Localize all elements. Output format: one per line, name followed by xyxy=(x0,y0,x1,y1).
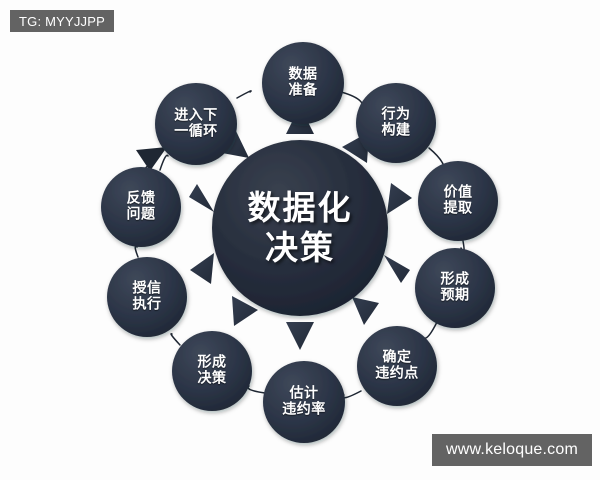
connector-segment xyxy=(423,321,438,339)
watermark-tag-bottom-right: www.keloque.com xyxy=(432,434,592,466)
node-circles xyxy=(101,42,498,443)
node-circle-next-cycle[interactable] xyxy=(155,83,237,165)
arrow-triangle xyxy=(387,183,412,214)
node-circle-feedback-issue[interactable] xyxy=(101,167,181,247)
watermark-tag-top-left: TG: MYYJJPP xyxy=(10,10,114,32)
node-circle-data-prep[interactable] xyxy=(262,42,344,124)
connector-segment xyxy=(134,245,139,258)
arrow-triangle xyxy=(286,322,314,350)
connector-segment xyxy=(342,390,362,399)
arrow-triangle xyxy=(232,296,258,326)
arrow-triangle xyxy=(222,131,249,158)
arrow-triangle xyxy=(189,184,214,212)
node-circle-estimate-default-rate[interactable] xyxy=(263,361,345,443)
connector-segment xyxy=(170,332,181,346)
node-circle-define-default-point[interactable] xyxy=(357,326,437,406)
node-circle-behavior-build[interactable] xyxy=(356,83,436,163)
arrow-triangle xyxy=(384,255,410,283)
node-circle-form-decision[interactable] xyxy=(172,331,252,411)
arrow-triangle xyxy=(190,253,214,284)
node-circle-form-expectation[interactable] xyxy=(415,248,495,328)
node-circle-value-extract[interactable] xyxy=(418,161,498,241)
connector-segment xyxy=(247,385,266,394)
connector-segment xyxy=(236,90,252,99)
cycle-return-arrowhead xyxy=(136,147,167,171)
node-circle-credit-execution[interactable] xyxy=(107,257,187,337)
center-circle xyxy=(212,140,388,316)
arrow-triangle xyxy=(352,297,379,325)
connector-segment xyxy=(159,154,169,171)
